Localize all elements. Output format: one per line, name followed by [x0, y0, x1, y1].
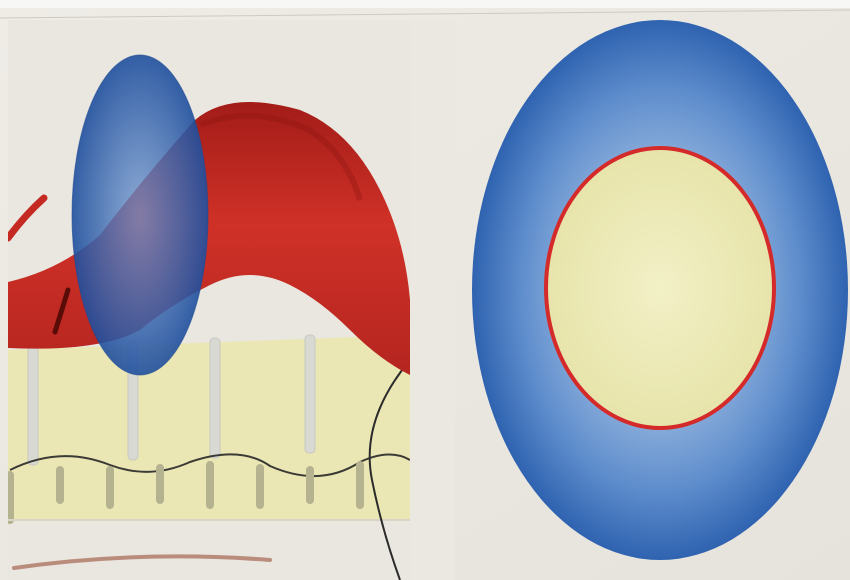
section-plane: [72, 55, 208, 375]
lumen: [546, 148, 774, 428]
left-panel: [8, 20, 410, 580]
right-panel: [472, 20, 848, 560]
